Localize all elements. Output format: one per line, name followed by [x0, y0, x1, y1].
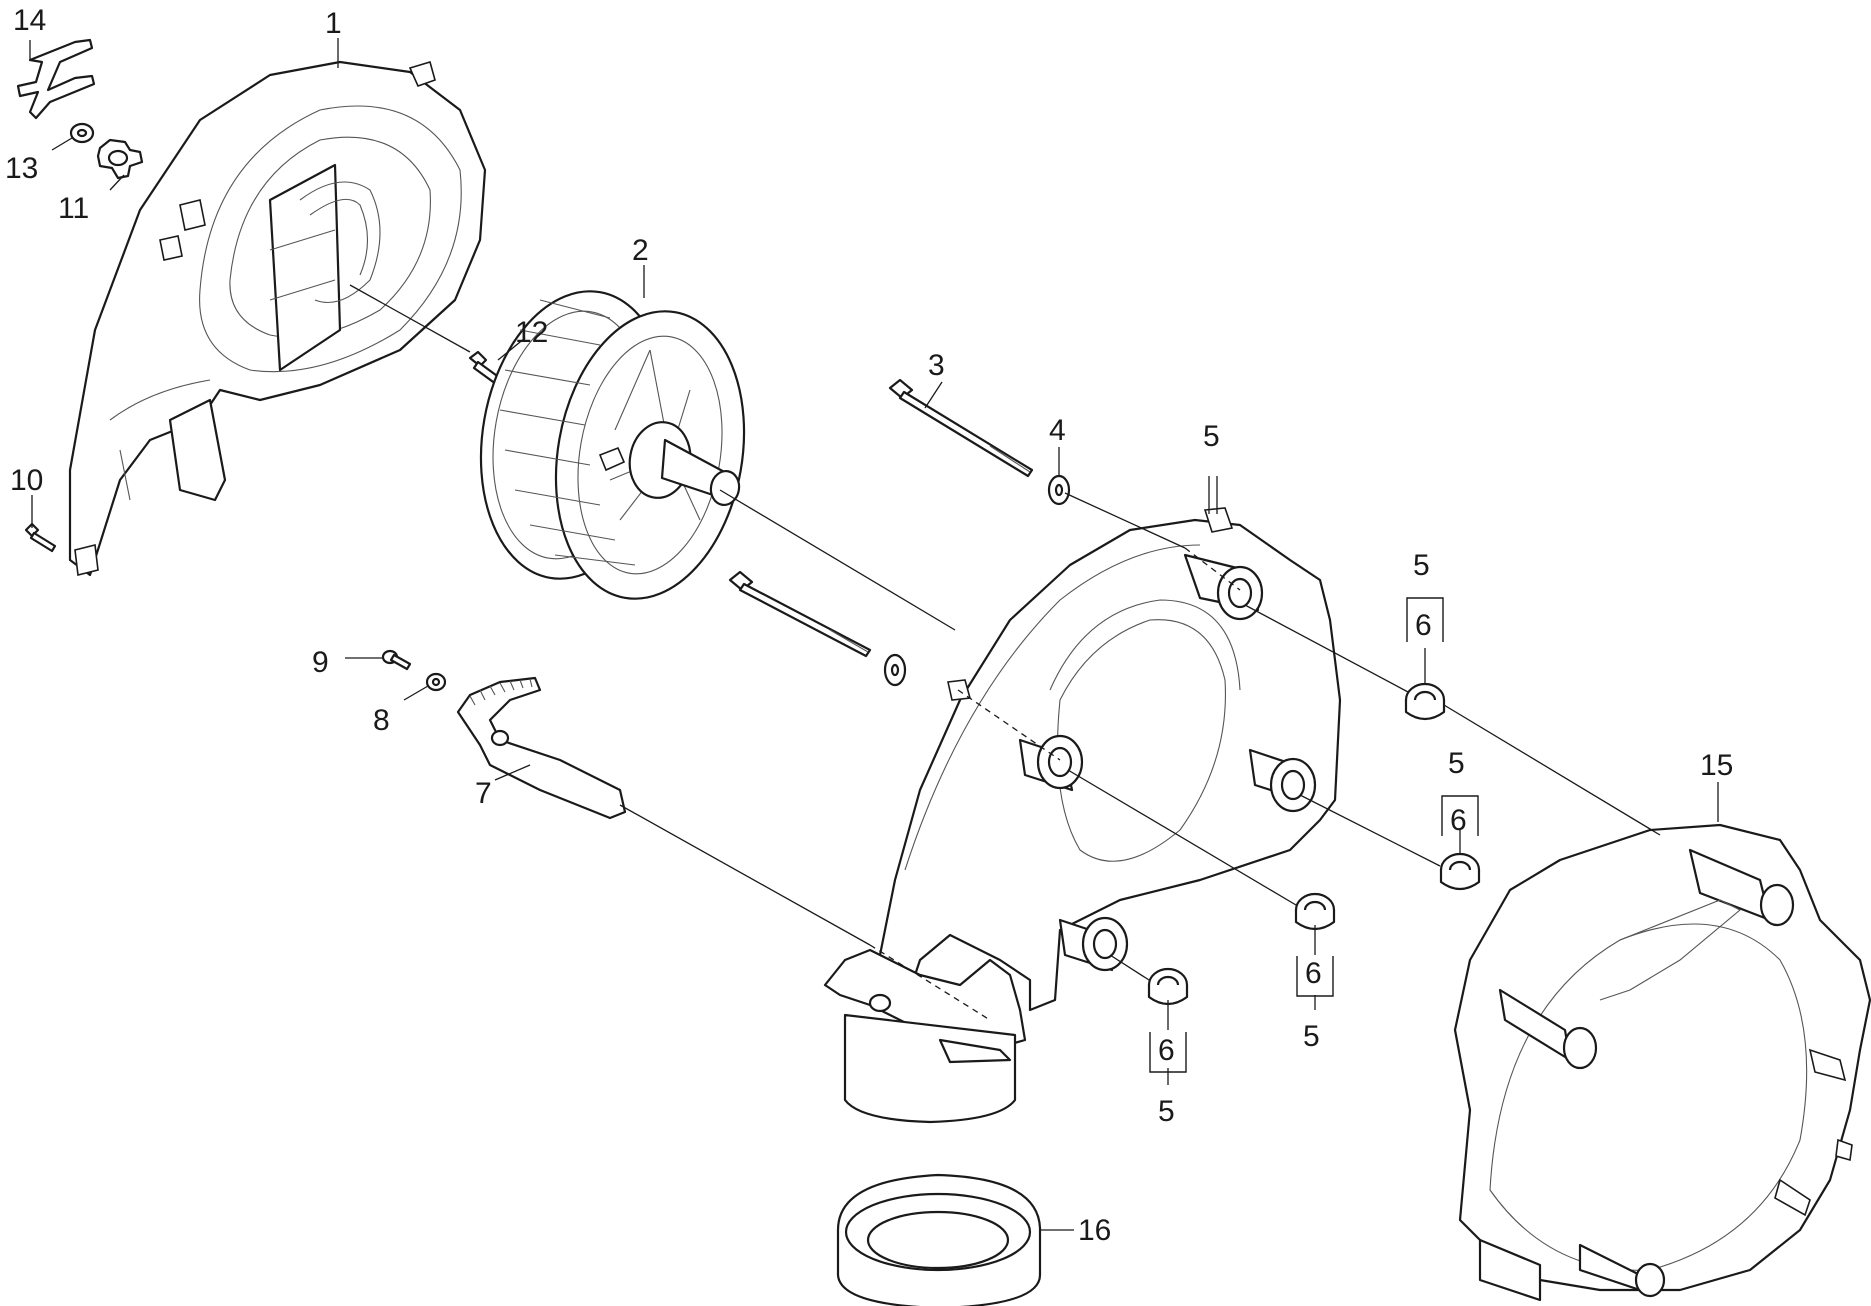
part-screw-10 [24, 522, 57, 553]
callout-13: 13 [5, 152, 38, 185]
callout-5d: 5 [1303, 1020, 1320, 1053]
part-screw-9 [381, 649, 412, 671]
callout-12: 12 [515, 316, 548, 349]
callout-15: 15 [1700, 749, 1733, 782]
part-bushing-6-c [1294, 892, 1336, 931]
callout-4: 4 [1049, 414, 1066, 447]
callout-labels: 1 2 3 4 5 5 6 5 6 6 5 6 5 7 8 9 10 11 12… [5, 4, 1733, 1247]
callout-6d: 6 [1305, 957, 1322, 990]
part-bushing-6-d [1147, 967, 1189, 1006]
part-hub-11 [96, 138, 144, 180]
callout-9: 9 [312, 646, 329, 679]
part-washer-13 [69, 122, 95, 144]
part-long-bolt-lower [728, 570, 907, 687]
callout-8: 8 [373, 704, 390, 737]
part-washer-4 [1047, 474, 1071, 506]
callout-5c: 5 [1448, 747, 1465, 780]
callout-6e: 6 [1158, 1034, 1175, 1067]
part-screw-12 [468, 350, 502, 386]
callout-1: 1 [325, 7, 342, 40]
callout-5a: 5 [1203, 420, 1220, 453]
part-outer-cover [1453, 823, 1871, 1302]
part-fan-cover [68, 60, 487, 577]
callout-10: 10 [10, 464, 43, 497]
part-throttle-lever [456, 676, 627, 820]
part-washer-8 [425, 672, 447, 692]
callout-11: 11 [58, 192, 89, 225]
callout-5e: 5 [1158, 1095, 1175, 1128]
callout-3: 3 [928, 349, 945, 382]
part-fan-wheel [479, 290, 746, 600]
callout-16: 16 [1078, 1214, 1111, 1247]
callout-5b: 5 [1413, 549, 1430, 582]
part-long-bolt-3 [888, 378, 1034, 478]
part-bushing-6-b [1439, 852, 1481, 891]
callout-2: 2 [632, 234, 649, 267]
callout-brackets [1149, 597, 1479, 1073]
callout-14: 14 [13, 4, 46, 37]
part-blower-housing [823, 507, 1342, 1124]
leader-lines [29, 38, 1719, 1231]
part-seal-ring [836, 1173, 1042, 1306]
part-bushing-6-a [1404, 682, 1446, 721]
part-clip-bracket [16, 38, 96, 120]
callout-6c: 6 [1450, 804, 1467, 837]
callout-6b: 6 [1415, 609, 1432, 642]
callout-7: 7 [475, 777, 492, 810]
